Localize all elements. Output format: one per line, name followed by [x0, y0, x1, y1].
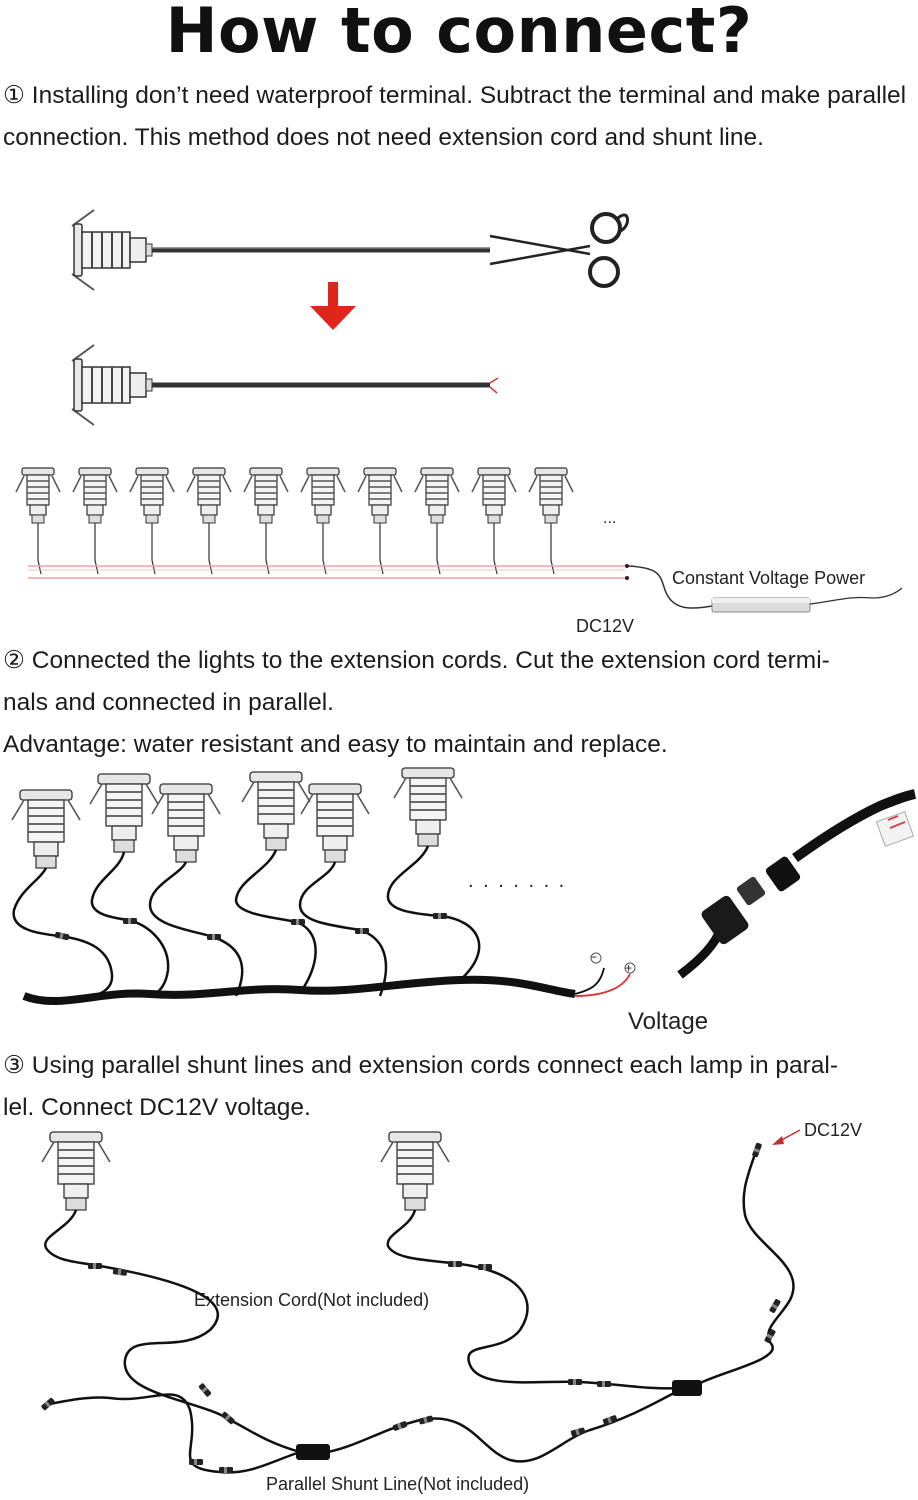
lamp-with-terminal [71, 209, 153, 291]
lamp-cut [71, 344, 153, 426]
extension-cord-label: Extension Cord(Not included) [194, 1290, 430, 1310]
section3-lamps [41, 1131, 450, 1211]
lamp-row [15, 467, 574, 524]
plus-label: + [625, 961, 633, 975]
power-supply [711, 597, 811, 613]
section3-line2: lel. Connect DC12V voltage. [3, 1094, 311, 1121]
minus-label: − [590, 950, 598, 964]
section2-advantage: Advantage: water resistant and easy to m… [3, 731, 668, 758]
section2-line2: nals and connected in parallel. [3, 689, 334, 716]
dc12v-label-2: DC12V [804, 1120, 863, 1140]
section3-cables [44, 1147, 795, 1474]
page-title: How to connect? [165, 0, 753, 67]
connector-closeup [677, 789, 917, 979]
dc12v-label-1: DC12V [576, 616, 635, 636]
main-cable [22, 975, 576, 1006]
section2-ellipsis: . . . . . . . [468, 870, 567, 892]
section2-line1: ② Connected the lights to the extension … [3, 647, 830, 674]
down-arrow-icon [310, 282, 356, 330]
voltage-label: Voltage [628, 1008, 709, 1035]
section2-lamps [11, 767, 463, 869]
shunt-line-label: Parallel Shunt Line(Not included) [266, 1474, 530, 1494]
scissors-icon [489, 212, 629, 288]
splitter-box-left [296, 1444, 330, 1460]
section1-text: ① Installing don’t need waterproof termi… [3, 82, 907, 151]
section3-line1: ③ Using parallel shunt lines and extensi… [3, 1052, 839, 1079]
section1-ellipsis: ... [603, 510, 617, 527]
power-label: Constant Voltage Power [672, 568, 866, 588]
splitter-box-right [672, 1380, 702, 1396]
